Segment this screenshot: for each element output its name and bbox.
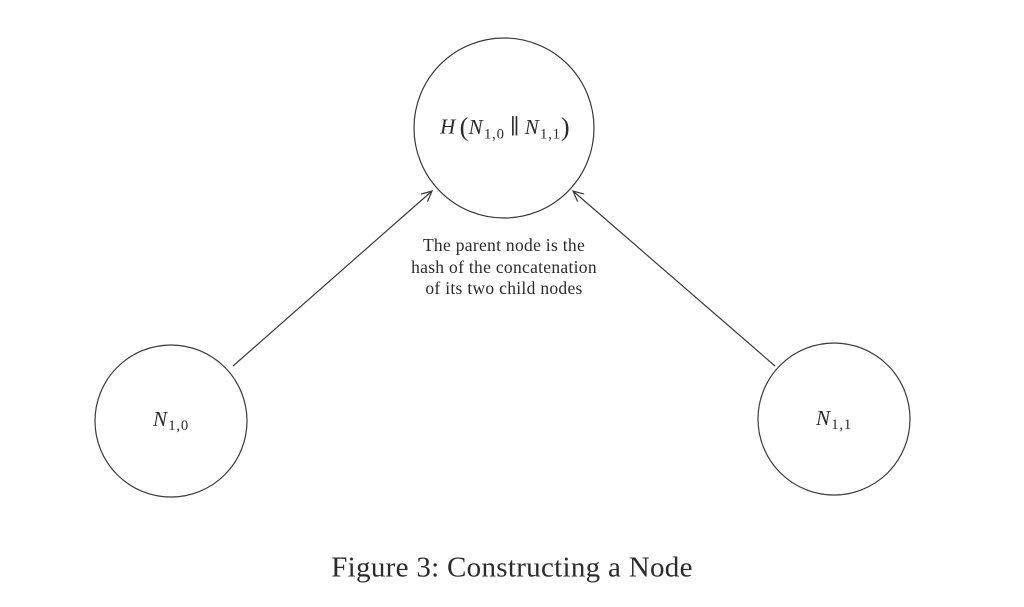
right-node-symbol: N xyxy=(815,405,831,430)
parent-node-label: H(N1,0∥N1,1) xyxy=(440,113,570,144)
left-child-node-label: N1,0 xyxy=(153,407,189,435)
edge-annotation: The parent node is the hash of the conca… xyxy=(411,235,597,300)
left-node-subscript: 1,0 xyxy=(168,418,190,435)
parent-node-circle xyxy=(413,37,595,219)
left-operand: N xyxy=(468,115,483,140)
annotation-line-1: The parent node is the xyxy=(422,235,586,255)
right-child-node-circle xyxy=(757,342,911,496)
hash-function-symbol: H xyxy=(440,115,456,140)
left-child-node-circle xyxy=(94,344,248,498)
left-node-symbol: N xyxy=(152,406,168,431)
left-child-to-parent-arrow xyxy=(232,190,434,367)
right-child-node-label: N1,1 xyxy=(816,406,852,434)
annotation-line-3: of its two child nodes xyxy=(425,278,583,298)
annotation-line-2: hash of the concatenation xyxy=(411,256,597,277)
left-operand-subscript: 1,0 xyxy=(483,126,505,143)
right-child-to-parent-arrow xyxy=(571,190,776,367)
right-node-subscript: 1,1 xyxy=(831,417,853,434)
right-operand-subscript: 1,1 xyxy=(540,126,561,143)
close-paren: ) xyxy=(560,112,570,142)
right-operand: N xyxy=(524,115,540,140)
concatenation-operator: ∥ xyxy=(509,115,520,140)
open-paren: ( xyxy=(459,112,469,142)
figure-caption: Figure 3: Constructing a Node xyxy=(331,551,693,584)
